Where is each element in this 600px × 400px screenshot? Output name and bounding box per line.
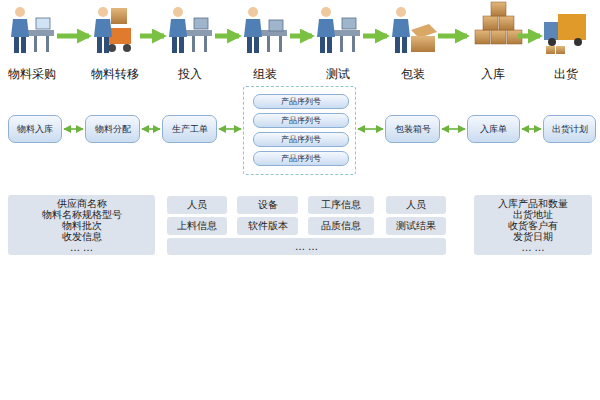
step-label: 物料采购 bbox=[8, 66, 56, 83]
node-text: 产品序列号 bbox=[281, 115, 321, 126]
node-text: 物料名称规格型号 bbox=[42, 209, 122, 220]
node-text: 出货地址 bbox=[513, 209, 553, 220]
node-text: 设备 bbox=[258, 198, 278, 212]
node-text: 人员 bbox=[187, 198, 207, 212]
node-text: 入库单 bbox=[480, 123, 507, 136]
connector-arrow bbox=[64, 128, 83, 130]
info-bar: … … bbox=[167, 238, 446, 255]
node-text: 收货客户有 bbox=[508, 220, 558, 231]
flow-arrow bbox=[215, 34, 239, 39]
node-text: 发货日期 bbox=[513, 231, 553, 242]
record-box: 出货计划 bbox=[543, 115, 596, 143]
flow-arrow bbox=[438, 34, 467, 39]
flow-arrow bbox=[363, 34, 387, 39]
node-text: … … bbox=[70, 242, 93, 253]
serial-box: 产品序列号 bbox=[253, 132, 349, 147]
record-box: 入库单 bbox=[467, 115, 520, 143]
node-text: 物料分配 bbox=[95, 123, 131, 136]
process-icon bbox=[94, 7, 131, 53]
process-icon bbox=[11, 7, 54, 53]
info-box: 上料信息 bbox=[167, 217, 227, 235]
node-text: 工序信息 bbox=[321, 198, 361, 212]
serial-group: 产品序列号产品序列号产品序列号产品序列号 bbox=[243, 86, 356, 175]
connector-arrow bbox=[358, 128, 383, 130]
node-text: … … bbox=[521, 242, 544, 253]
node-text: 出货计划 bbox=[552, 123, 588, 136]
node-text: 产品序列号 bbox=[281, 153, 321, 164]
node-text: 生产工单 bbox=[172, 123, 208, 136]
step-label: 出货 bbox=[554, 66, 578, 83]
step-label: 组装 bbox=[253, 66, 277, 83]
flow-arrow bbox=[140, 34, 164, 39]
node-text: 包装箱号 bbox=[395, 123, 431, 136]
node-text: 产品序列号 bbox=[281, 134, 321, 145]
record-box: 物料入库 bbox=[8, 115, 62, 143]
step-label: 入库 bbox=[481, 66, 505, 83]
info-box: 测试结果 bbox=[386, 217, 446, 235]
info-panel: 入库产品和数量出货地址收货客户有发货日期… … bbox=[474, 195, 592, 255]
info-box: 软件版本 bbox=[237, 217, 298, 235]
info-panel: 供应商名称物料名称规格型号物料批次收发信息… … bbox=[8, 195, 155, 255]
info-box: 品质信息 bbox=[308, 217, 374, 235]
flow-arrow bbox=[290, 34, 312, 39]
record-box: 物料分配 bbox=[85, 115, 140, 143]
info-box: 设备 bbox=[237, 196, 298, 214]
process-icon bbox=[317, 7, 360, 53]
serial-box: 产品序列号 bbox=[253, 113, 349, 128]
flow-arrow bbox=[518, 34, 540, 39]
record-box: 生产工单 bbox=[162, 115, 217, 143]
node-text: 入库产品和数量 bbox=[498, 198, 568, 209]
record-box: 包装箱号 bbox=[385, 115, 440, 143]
info-box: 人员 bbox=[167, 196, 227, 214]
node-text: 物料批次 bbox=[62, 220, 102, 231]
serial-box: 产品序列号 bbox=[253, 151, 349, 166]
node-text: 上料信息 bbox=[177, 219, 217, 233]
node-text: 物料入库 bbox=[17, 123, 53, 136]
node-text: … … bbox=[295, 241, 318, 252]
flow-arrow bbox=[57, 34, 89, 39]
connector-arrow bbox=[142, 128, 160, 130]
process-icon bbox=[475, 2, 522, 44]
process-icon bbox=[544, 14, 586, 54]
process-icon bbox=[392, 7, 437, 53]
step-label: 测试 bbox=[326, 66, 350, 83]
step-label: 物料转移 bbox=[91, 66, 139, 83]
step-label: 投入 bbox=[178, 66, 202, 83]
node-text: 软件版本 bbox=[248, 219, 288, 233]
node-text: 品质信息 bbox=[321, 219, 361, 233]
info-box: 人员 bbox=[386, 196, 446, 214]
process-icon bbox=[244, 7, 287, 53]
serial-box: 产品序列号 bbox=[253, 94, 349, 109]
connector-arrow bbox=[219, 128, 241, 130]
step-label: 包装 bbox=[401, 66, 425, 83]
node-text: 产品序列号 bbox=[281, 96, 321, 107]
connector-arrow bbox=[522, 128, 541, 130]
node-text: 收发信息 bbox=[62, 231, 102, 242]
node-text: 供应商名称 bbox=[57, 198, 107, 209]
process-icon bbox=[169, 7, 212, 53]
info-box: 工序信息 bbox=[308, 196, 374, 214]
connector-arrow bbox=[442, 128, 465, 130]
node-text: 人员 bbox=[406, 198, 426, 212]
node-text: 测试结果 bbox=[396, 219, 436, 233]
